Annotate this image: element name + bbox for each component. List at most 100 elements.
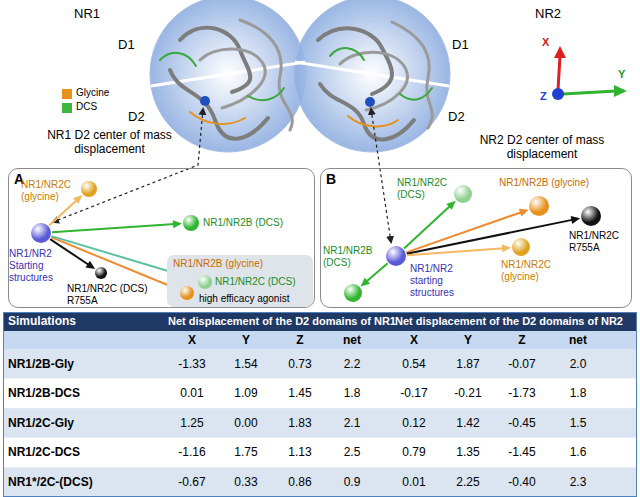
table-cell: 2.0 — [546, 357, 610, 371]
node-label: NR1/NR2C (glycine) — [501, 259, 559, 283]
table-row-band — [3, 408, 637, 438]
state-sphere: NR1/NR2C (glycine) — [81, 181, 97, 197]
legend-text: DCS — [76, 101, 97, 113]
arrow-shaft — [366, 263, 388, 282]
table-cell: Z — [490, 333, 554, 347]
table-cell: 1.09 — [214, 386, 278, 400]
axis-label: Y — [618, 68, 625, 81]
table-cell: -0.07 — [490, 357, 554, 371]
domain-label: D1 — [452, 37, 469, 53]
table-cell: 0.73 — [268, 357, 332, 371]
domain-label: D2 — [448, 109, 465, 125]
table-cell: -1.33 — [160, 357, 224, 371]
table-cell: X — [160, 333, 224, 347]
table-cell: 0.12 — [382, 416, 446, 430]
node-label: NR1/NR2B (DCS) — [203, 217, 303, 229]
table-cell: Net displacement of the D2 domains of NR… — [168, 315, 396, 328]
table-cell: 2.1 — [320, 416, 384, 430]
table-frame — [4, 313, 637, 497]
nr2-domain-fan — [294, 0, 450, 152]
node-label: NR1/NR2C R755A — [569, 230, 627, 254]
dashed-leader — [371, 109, 391, 242]
table-cell: -1.16 — [160, 445, 224, 459]
state-sphere: NR1/NR2B (glycine) — [180, 286, 194, 300]
table-cell: Y — [436, 333, 500, 347]
table-cell: NR1/2C-DCS — [8, 445, 80, 459]
node-label: NR1/NR2C (DCS) — [397, 177, 453, 201]
table-cell: NR1/2C-Gly — [8, 416, 74, 430]
table-cell: -0.40 — [490, 475, 554, 489]
arrow-head — [502, 244, 511, 252]
table-cell: -1.45 — [490, 445, 554, 459]
agonist-region: high efficacy agonist NR1/NR2B (glycine) N… — [167, 255, 313, 307]
table-row-band — [3, 438, 637, 468]
table-cell: 1.35 — [436, 445, 500, 459]
table-row-band — [3, 349, 637, 379]
table-row-band — [3, 467, 637, 497]
table-cell: X — [382, 333, 446, 347]
state-sphere: NR1/NR2C R755A — [581, 206, 601, 226]
center-of-mass-dot — [200, 96, 210, 106]
table-cell: 1.45 — [268, 386, 332, 400]
table-cell: -1.73 — [490, 386, 554, 400]
table-header-band — [3, 312, 637, 331]
table-cell: Simulations — [8, 314, 76, 328]
table-cell: NR1/2B-DCS — [8, 386, 80, 400]
table-cell: 0.00 — [214, 416, 278, 430]
arrow-head — [519, 209, 529, 217]
displacement-arrow — [51, 237, 179, 290]
node-label: NR1/NR2C (DCS) R755A — [67, 283, 159, 307]
arrow-head — [361, 278, 370, 287]
node-label: NR1/NR2 Starting structures — [9, 248, 69, 284]
panel-box: ANR1/NR2 Starting structuresNR1/NR2C (gl… — [8, 168, 315, 308]
table-cell: 1.87 — [436, 357, 500, 371]
table-cell: NR1*/2C-(DCS) — [8, 475, 93, 489]
node-label: high efficacy agonist — [199, 293, 309, 305]
table-cell: 0.86 — [268, 475, 332, 489]
table-row-band — [3, 379, 637, 409]
axis-label: X — [542, 36, 549, 49]
table-cell: 1.54 — [214, 357, 278, 371]
table-cell: 1.75 — [214, 445, 278, 459]
table-cell: 0.79 — [382, 445, 446, 459]
arrow-head — [446, 201, 455, 210]
table-cell: 1.8 — [320, 386, 384, 400]
displacement-arrow — [407, 244, 511, 255]
node-label: NR1/NR2B (DCS) — [323, 245, 379, 269]
table-cell: 0.01 — [160, 386, 224, 400]
table-cell: -0.45 — [490, 416, 554, 430]
state-sphere: NR1/NR2B (DCS) — [344, 284, 362, 302]
table-cell: 0.54 — [382, 357, 446, 371]
state-sphere: NR1/NR2C (DCS) R755A — [95, 267, 107, 279]
arrow-head — [85, 261, 95, 269]
table-cell: 0.9 — [320, 475, 384, 489]
annotation-text: NR2 D2 center of mass displacement — [452, 133, 632, 161]
arrow-head — [73, 195, 82, 204]
table-cell: net — [320, 333, 384, 347]
axis-symbol — [552, 46, 627, 100]
table-cell: 1.8 — [546, 386, 610, 400]
arrow-shaft — [406, 212, 522, 252]
table-cell: 1.42 — [436, 416, 500, 430]
table-cell: net — [546, 333, 610, 347]
node-label: NR1/NR2 starting structures — [410, 263, 470, 299]
table-cell: Y — [214, 333, 278, 347]
table-cell: 1.25 — [160, 416, 224, 430]
state-sphere: NR1/NR2 Starting structures — [31, 223, 51, 243]
domain-label: NR1 — [74, 6, 100, 22]
table-cell: 1.83 — [268, 416, 332, 430]
table-cell: 1.5 — [546, 416, 610, 430]
table-subheader-band — [3, 331, 637, 349]
node-label: NR1/NR2B (glycine) — [173, 258, 293, 270]
displacement-arrow — [361, 263, 388, 286]
arrow-shaft — [407, 248, 504, 255]
table-cell: 0.01 — [382, 475, 446, 489]
node-label: NR1/NR2C (DCS) — [215, 276, 310, 288]
state-sphere: NR1/NR2B (glycine) — [529, 196, 549, 216]
nr1-domain-fan — [150, 0, 306, 152]
domain-label: D1 — [118, 37, 135, 53]
center-of-mass-dot — [365, 97, 375, 107]
table-cell: 0.33 — [214, 475, 278, 489]
displacement-arrow — [406, 209, 528, 253]
